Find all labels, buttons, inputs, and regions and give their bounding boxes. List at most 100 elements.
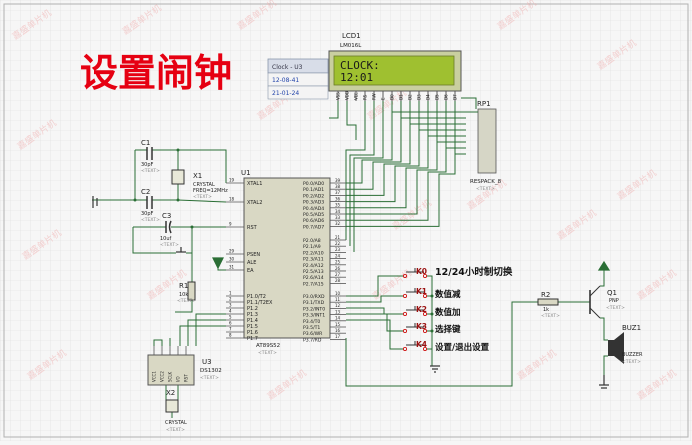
mcu-u1[interactable]: U1 19XTAL118XTAL29RST29PSEN30ALE31EA1P1.… [226,169,346,356]
u1-pin-number: 14 [335,316,341,321]
lcd-pin-label: D2 [408,94,413,100]
u1-pin-name: P0.2/AD2 [303,193,324,199]
u1-pin-number: 11 [335,297,341,302]
wire-junction [177,149,180,152]
q1-text-tag: <TEXT> [606,305,625,311]
clock-popup[interactable]: Clock - U3 12-08-41 21-01-24 [268,59,328,99]
key-ref: K2 [416,305,427,314]
u1-pin-name: P0.3/AD3 [303,200,324,206]
u1-pin-number: 28 [335,278,341,283]
lcd-pin-label: D5 [435,94,440,100]
lcd-pin-label: VDD [345,91,350,100]
u1-pin-name: RST [247,225,258,231]
lcd-pin-label: RS [363,94,368,100]
u1-pin-name: P3.5/T1 [303,325,320,331]
key-label: 设置/退出设置 [435,342,490,353]
u1-pin-name: P0.6/AD6 [303,218,324,224]
u1-pin-number: 29 [229,249,235,254]
u1-pin-number: 25 [335,260,341,265]
u1-pin-name: P0.0/AD0 [303,181,324,187]
key-ref: K0 [416,267,427,276]
u3-pin-label: SCLK [168,371,173,382]
rp1-text-tag: <TEXT> [476,186,495,192]
wire-junction [431,330,434,333]
u1-pin-number: 23 [335,247,341,252]
lcd-pin-label: D7 [453,94,458,100]
c3-text-tag: <TEXT> [160,242,179,248]
key-ref: K1 [416,287,427,296]
u1-pin-number: 18 [229,197,235,202]
wire-junction [191,226,194,229]
clock-popup-date: 21-01-24 [272,90,299,97]
u1-pin-name: P3.2/INT0 [303,306,325,312]
wire-junction [431,313,434,316]
u1-pin-number: 35 [335,203,341,208]
u1-pin-name: P2.4/A12 [303,263,324,269]
u1-pin-number: 38 [335,184,341,189]
q1-type: PNP [609,298,619,304]
u1-pin-name: P3.0/RXD [303,294,325,300]
x1-freq: FREQ=12MHz [193,188,228,194]
u3-pin-label: VCC1 [152,371,157,382]
u1-pin-number: 36 [335,196,341,201]
u1-pin-number: 12 [335,303,341,308]
wire-junction [177,199,180,202]
u1-pin-number: 39 [335,178,341,183]
u1-pin-number: 24 [335,253,341,258]
u1-pin-name: P2.2/A10 [303,250,324,256]
u1-ref: U1 [241,169,251,177]
rp1-model: RESPACK_8 [470,179,502,185]
r2-ref: R2 [541,291,550,299]
x2-type: CRYSTAL [165,420,187,426]
u1-pin-name: P1.7 [247,336,258,342]
c2-value: 30pF [141,211,154,217]
r2-value: 1k [543,307,549,313]
r1-text-tag: <TEXT> [177,298,196,304]
u1-pin-number: 16 [335,328,341,333]
u1-pin-name: P0.4/AD4 [303,206,324,212]
q1-ref: Q1 [607,289,617,297]
lcd-pin-label: D1 [399,94,404,100]
rp1-ref: RP1 [477,100,491,108]
u1-pin-name: EA [247,268,254,274]
u1-pin-number: 34 [335,209,341,214]
u1-pin-number: 31 [229,265,235,270]
clock-popup-time: 12-08-41 [272,77,299,84]
x2-text-tag: <TEXT> [166,427,185,433]
key-label: 选择键 [435,324,461,335]
u1-pin-name: P2.5/A13 [303,269,324,275]
wire-junction [134,199,137,202]
wire-junction [431,295,434,298]
u1-pin-name: P3.7/RD [303,337,322,343]
c1-ref: C1 [141,139,150,147]
u1-pin-name: P3.6/WR [303,331,323,337]
u1-pin-name: P3.3/INT1 [303,313,325,319]
c1-value: 30pF [141,162,154,168]
u1-pin-number: 22 [335,241,341,246]
x1-ref: X1 [193,172,202,180]
u1-pin-name: PSEN [247,252,260,258]
lcd-pin-label: RW [372,93,377,100]
key-label: 12/24小时制切换 [435,266,513,278]
clock-popup-header: Clock - U3 [272,64,303,71]
key-label: 数值减 [435,289,461,300]
buz1-text-tag: <TEXT> [622,359,641,365]
c2-ref: C2 [141,188,150,196]
u1-pin-number: 21 [335,235,341,240]
u3-model: DS1302 [200,368,222,374]
key-ref: K4 [416,340,427,349]
u1-pin-number: 32 [335,221,341,226]
u1-pin-number: 19 [229,178,235,183]
u1-pin-name: P2.1/A9 [303,244,321,250]
u3-ref: U3 [202,358,212,366]
u3-pin-label: VCC2 [160,371,165,382]
lcd-pin-label: VEE [354,92,359,100]
u1-pin-number: 17 [335,334,341,339]
resistor-r1[interactable]: R1 10k <TEXT> [177,282,196,304]
lcd-pin-label: D3 [417,94,422,100]
u1-pin-name: P0.1/AD1 [303,187,324,193]
u1-pin-number: 10 [335,291,341,296]
u1-pin-number: 13 [335,309,341,314]
